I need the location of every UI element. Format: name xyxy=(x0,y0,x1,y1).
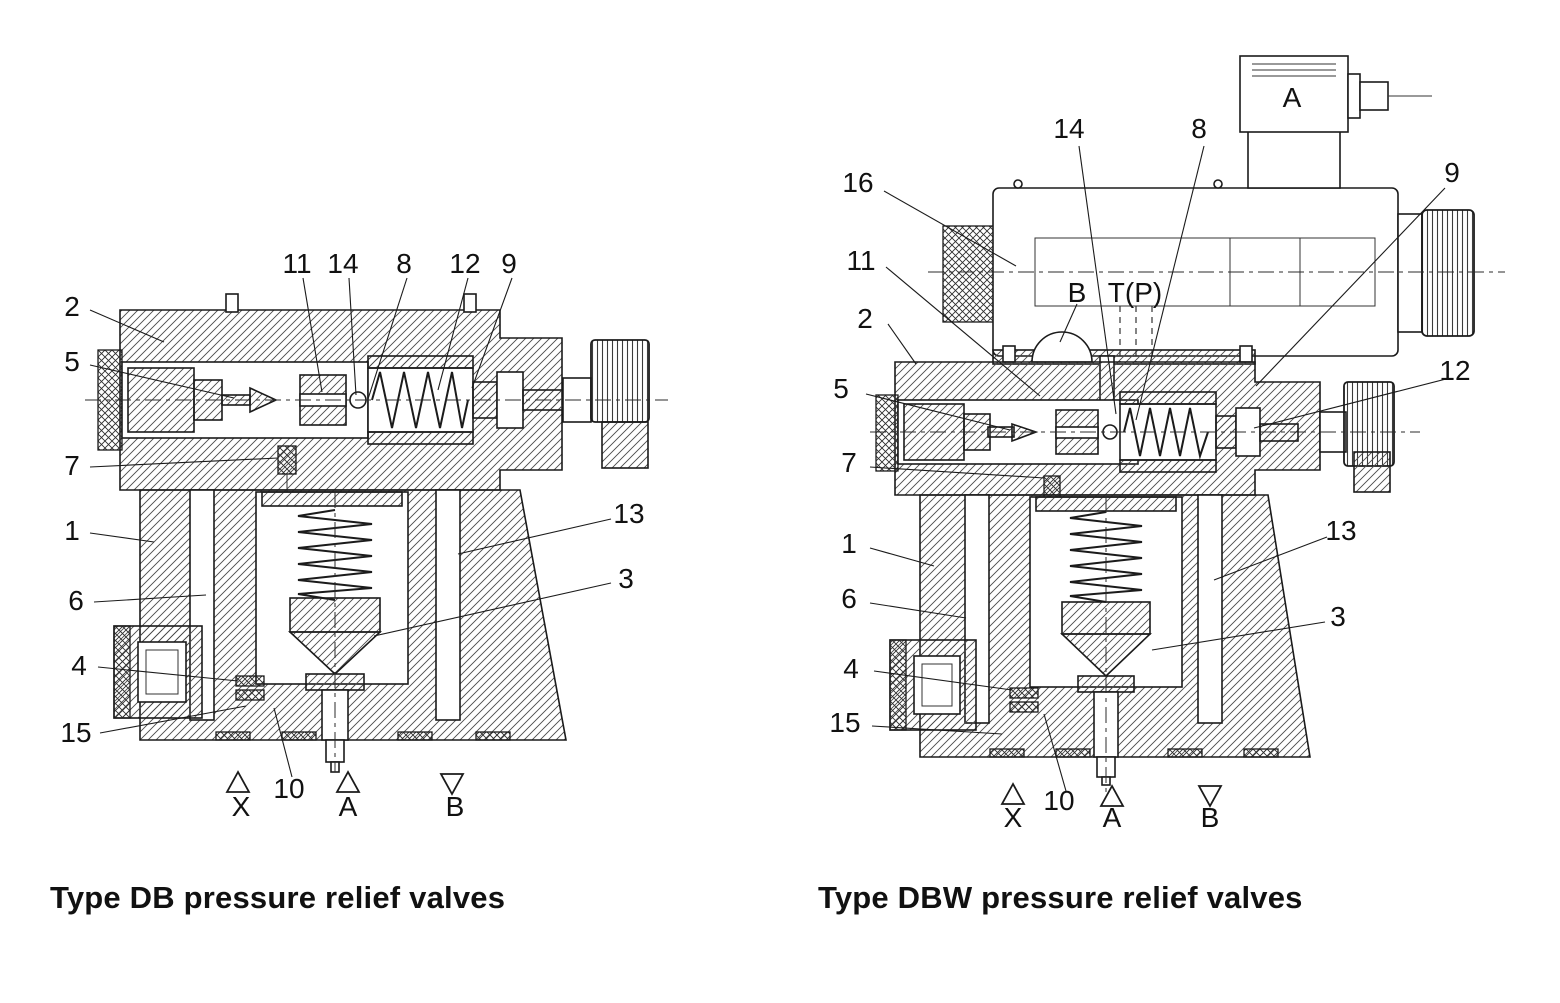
callout-db-9: 9 xyxy=(501,248,517,279)
callout-dbw-13: 13 xyxy=(1325,515,1357,546)
callout-dbw-1: 1 xyxy=(841,528,857,559)
callout-dbw-14: 14 xyxy=(1053,113,1085,144)
callout-db-15: 15 xyxy=(60,717,92,748)
port-label-db-b: B xyxy=(445,791,465,822)
figure-dbw-drawing xyxy=(865,55,1505,808)
callout-db-1: 1 xyxy=(64,515,80,546)
port-label-dbw-b: B xyxy=(1200,802,1220,833)
callout-db-14: 14 xyxy=(327,248,359,279)
figure-dbw-leaders xyxy=(865,145,1447,792)
callout-dbw-11: 11 xyxy=(846,245,876,276)
callout-dbw-10: 10 xyxy=(1043,785,1075,816)
callout-dbw-3: 3 xyxy=(1330,601,1346,632)
callout-db-10: 10 xyxy=(273,773,305,804)
port-label-db-x: X xyxy=(231,791,251,822)
callout-dbw-2: 2 xyxy=(857,303,873,334)
callout-dbw-12: 12 xyxy=(1439,355,1471,386)
port-label-dbw-a: A xyxy=(1102,802,1122,833)
callout-db-11: 11 xyxy=(282,248,312,279)
port-label-dbw-x: X xyxy=(1003,802,1023,833)
callout-db-5: 5 xyxy=(64,346,80,377)
callout-db-7: 7 xyxy=(64,450,80,481)
callout-dbw-16: 16 xyxy=(842,167,874,198)
callout-dbw-15: 15 xyxy=(829,707,861,738)
annotation-dbw-port-tp: T(P) xyxy=(1107,277,1163,308)
callout-db-12: 12 xyxy=(449,248,481,279)
port-label-db-a: A xyxy=(338,791,358,822)
callout-db-8: 8 xyxy=(396,248,412,279)
callout-dbw-5: 5 xyxy=(833,373,849,404)
callout-db-4: 4 xyxy=(71,650,87,681)
annotation-dbw-port-b: B xyxy=(1067,277,1087,308)
caption-dbw: Type DBW pressure relief valves xyxy=(818,880,1303,915)
figure-db-leaders xyxy=(89,277,612,778)
callout-db-3: 3 xyxy=(618,563,634,594)
callout-db-2: 2 xyxy=(64,291,80,322)
figure-db-drawing xyxy=(85,277,668,796)
callout-dbw-7: 7 xyxy=(841,447,857,478)
callout-dbw-4: 4 xyxy=(843,653,859,684)
callout-dbw-9: 9 xyxy=(1444,157,1460,188)
callout-db-13: 13 xyxy=(613,498,645,529)
callout-db-6: 6 xyxy=(68,585,84,616)
callout-dbw-8: 8 xyxy=(1191,113,1207,144)
caption-db: Type DB pressure relief valves xyxy=(50,880,506,915)
callout-dbw-6: 6 xyxy=(841,583,857,614)
annotation-dbw-connector-a: A xyxy=(1282,82,1302,113)
